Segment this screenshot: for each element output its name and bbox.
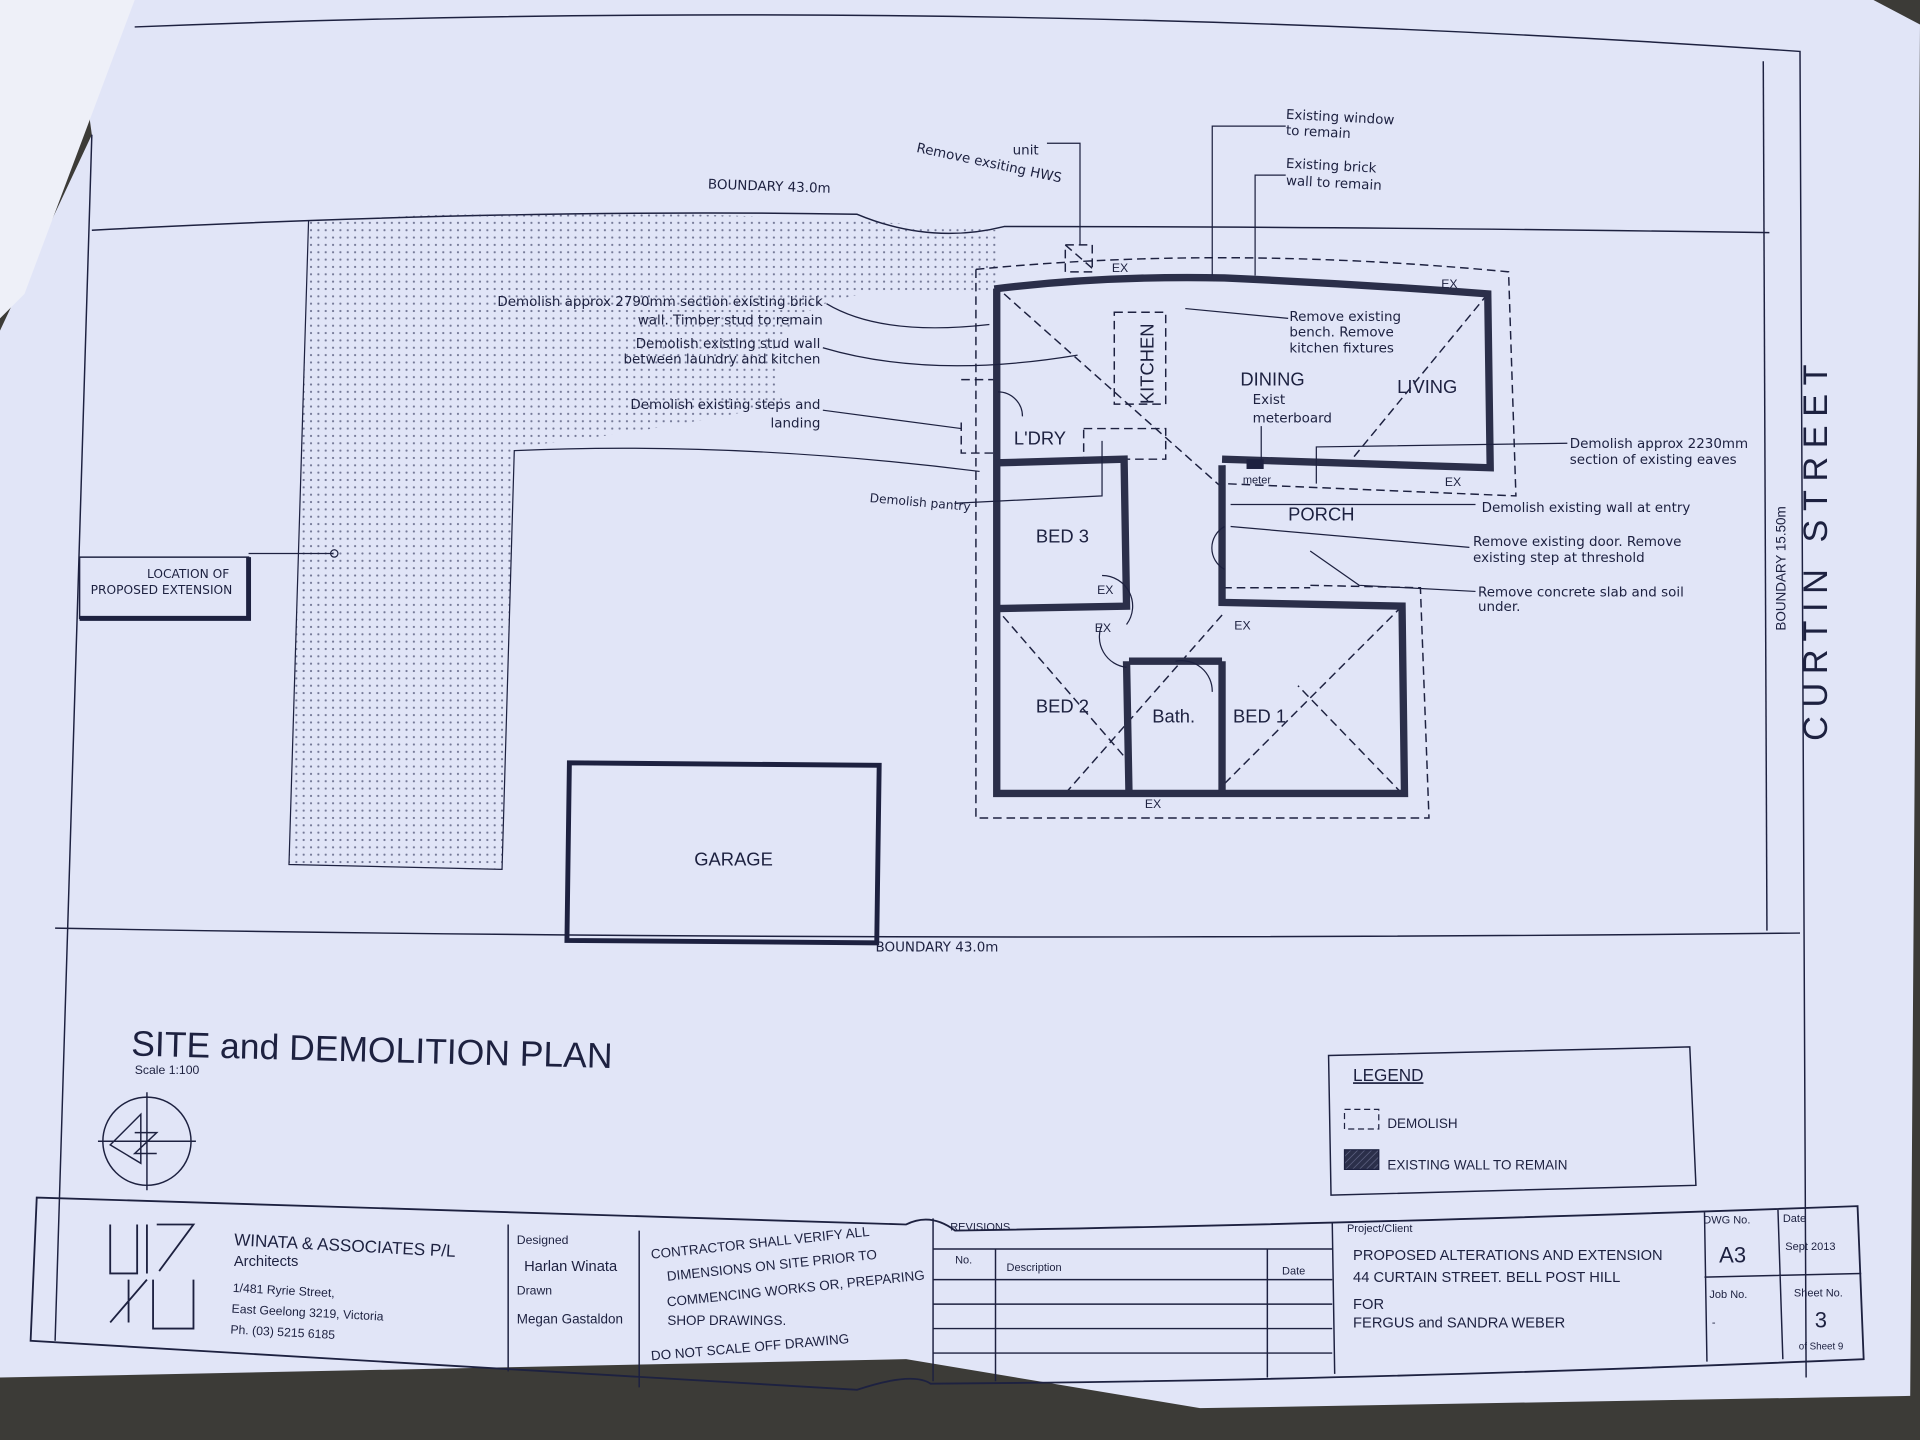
location-label-box: LOCATION OF PROPOSED EXTENSION bbox=[78, 556, 252, 621]
door-swings bbox=[997, 391, 1225, 692]
project-line-4: FERGUS and SANDRA WEBER bbox=[1353, 1315, 1565, 1331]
note-bench-3: kitchen fixtures bbox=[1289, 342, 1394, 357]
note-verify-4: SHOP DRAWINGS. bbox=[667, 1313, 786, 1328]
room-bed1: BED 1 bbox=[1233, 705, 1286, 726]
note-door-2: existing step at threshold bbox=[1473, 551, 1645, 566]
boundary-bottom bbox=[55, 927, 1801, 938]
location-label-1: LOCATION OF bbox=[147, 567, 229, 581]
ex-mark: EX bbox=[1112, 261, 1128, 275]
note-meterboard-1: Exist bbox=[1253, 393, 1285, 408]
note-meterboard-2: meterboard bbox=[1253, 411, 1332, 426]
sheet-total: of Sheet 9 bbox=[1799, 1341, 1844, 1352]
firm-type: Architects bbox=[234, 1254, 298, 1270]
note-brick-1: Existing brick bbox=[1286, 157, 1377, 177]
note-slab-2: under. bbox=[1478, 600, 1520, 615]
date-label: Date bbox=[1783, 1213, 1806, 1225]
firm-address-1: 1/481 Ryrie Street, bbox=[232, 1281, 335, 1300]
boundary-bottom-label: BOUNDARY 43.0m bbox=[876, 940, 999, 955]
sheet-label: Sheet No. bbox=[1794, 1288, 1843, 1300]
note-bench-2: bench. Remove bbox=[1289, 326, 1393, 341]
job-label: Job No. bbox=[1709, 1289, 1747, 1301]
ex-mark: EX bbox=[1234, 618, 1250, 632]
note-stud-1: Demolish existing stud wall bbox=[636, 337, 821, 352]
room-bath: Bath. bbox=[1152, 705, 1195, 726]
ex-mark: EX bbox=[1097, 583, 1113, 597]
sheet-number: 3 bbox=[1815, 1307, 1827, 1332]
project-line-1: PROPOSED ALTERATIONS AND EXTENSION bbox=[1353, 1248, 1663, 1264]
room-dining: DINING bbox=[1240, 369, 1304, 390]
designed-by: Harlan Winata bbox=[524, 1259, 618, 1275]
project-line-2: 44 CURTAIN STREET. BELL POST HILL bbox=[1353, 1270, 1620, 1286]
note-brick-2: wall to remain bbox=[1286, 174, 1383, 194]
sheet-border bbox=[54, 14, 1807, 1378]
location-label-2: PROPOSED EXTENSION bbox=[91, 583, 233, 597]
ex-mark: EX bbox=[1445, 475, 1461, 489]
note-window-1: Existing window bbox=[1286, 108, 1395, 129]
extension-outline bbox=[288, 220, 980, 871]
note-eaves-1: Demolish approx 2230mm bbox=[1570, 437, 1748, 452]
note-slab-1: Remove concrete slab and soil bbox=[1478, 585, 1684, 600]
title-block: WINATA & ASSOCIATES P/L Architects 1/481… bbox=[29, 1196, 1865, 1391]
annotation-leaders bbox=[822, 125, 1568, 593]
revisions-label: REVISIONS bbox=[950, 1222, 1010, 1234]
boundary-top-label: BOUNDARY 43.0m bbox=[708, 178, 831, 197]
note-door-1: Remove existing door. Remove bbox=[1473, 535, 1681, 550]
note-hws-2: unit bbox=[1013, 143, 1039, 158]
legend-title: LEGEND bbox=[1353, 1065, 1423, 1085]
room-porch: PORCH bbox=[1288, 503, 1354, 524]
boundary-side-label: BOUNDARY 15.50m bbox=[1773, 506, 1788, 630]
designed-label: Designed bbox=[517, 1233, 569, 1247]
paper-sheet bbox=[0, 0, 1920, 1409]
drawn-label: Drawn bbox=[517, 1283, 553, 1297]
note-eaves-2: section of existing eaves bbox=[1570, 453, 1737, 468]
existing-walls bbox=[993, 273, 1494, 798]
north-arrow-icon bbox=[97, 1092, 196, 1191]
existing-wall-swatch bbox=[1343, 1149, 1380, 1170]
proposed-extension-area bbox=[288, 213, 998, 870]
note-demolish-brick-2: wall. Timber stud to remain bbox=[638, 313, 823, 328]
note-bench-1: Remove existing bbox=[1289, 310, 1401, 325]
job-number: - bbox=[1712, 1317, 1716, 1329]
drawing-scale: Scale 1:100 bbox=[135, 1063, 200, 1077]
meter-label: meter bbox=[1243, 475, 1271, 487]
legend: LEGEND DEMOLISH EXISTING WALL TO REMAIN bbox=[1327, 1046, 1697, 1196]
room-kitchen: KITCHEN bbox=[1136, 323, 1157, 404]
date-value: Sept 2013 bbox=[1785, 1241, 1835, 1253]
note-entry-wall: Demolish existing wall at entry bbox=[1482, 501, 1691, 516]
ex-mark: EX bbox=[1441, 277, 1457, 291]
note-stud-2: between laundry and kitchen bbox=[623, 353, 820, 368]
extension-marker bbox=[330, 549, 339, 558]
firm-phone: Ph. (03) 5215 6185 bbox=[230, 1322, 336, 1341]
project-label: Project/Client bbox=[1347, 1223, 1413, 1235]
note-window-2: to remain bbox=[1286, 124, 1352, 142]
dwg-number: A3 bbox=[1719, 1242, 1746, 1267]
room-bed3: BED 3 bbox=[1036, 525, 1089, 546]
legend-existing: EXISTING WALL TO REMAIN bbox=[1387, 1157, 1567, 1172]
ex-mark: EX bbox=[1095, 621, 1111, 635]
note-demolish-brick-1: Demolish approx 2790mm section existing … bbox=[497, 295, 823, 310]
legend-demolish: DEMOLISH bbox=[1387, 1116, 1457, 1131]
garage: GARAGE bbox=[564, 760, 882, 946]
garage-label: GARAGE bbox=[694, 849, 773, 870]
revisions-no-header: No. bbox=[955, 1255, 972, 1267]
dwg-label: DWG No. bbox=[1703, 1214, 1750, 1226]
revisions-date-header: Date bbox=[1282, 1266, 1305, 1278]
revisions-description-header: Description bbox=[1007, 1262, 1062, 1274]
drawn-by: Megan Gastaldon bbox=[517, 1312, 623, 1327]
firm-logo bbox=[109, 1223, 196, 1330]
room-bed2: BED 2 bbox=[1036, 696, 1089, 717]
room-living: LIVING bbox=[1397, 376, 1457, 397]
note-steps-1: Demolish existing steps and bbox=[630, 398, 820, 413]
boundary-side bbox=[1762, 61, 1768, 931]
ex-mark: EX bbox=[1145, 797, 1161, 811]
note-steps-2: landing bbox=[771, 416, 821, 431]
room-laundry: L'DRY bbox=[1014, 427, 1066, 448]
underlying-sheet bbox=[0, 0, 135, 319]
street-name: CURTIN STREET bbox=[1797, 356, 1835, 741]
project-line-3: FOR bbox=[1353, 1297, 1384, 1313]
meter-box bbox=[1246, 459, 1264, 469]
